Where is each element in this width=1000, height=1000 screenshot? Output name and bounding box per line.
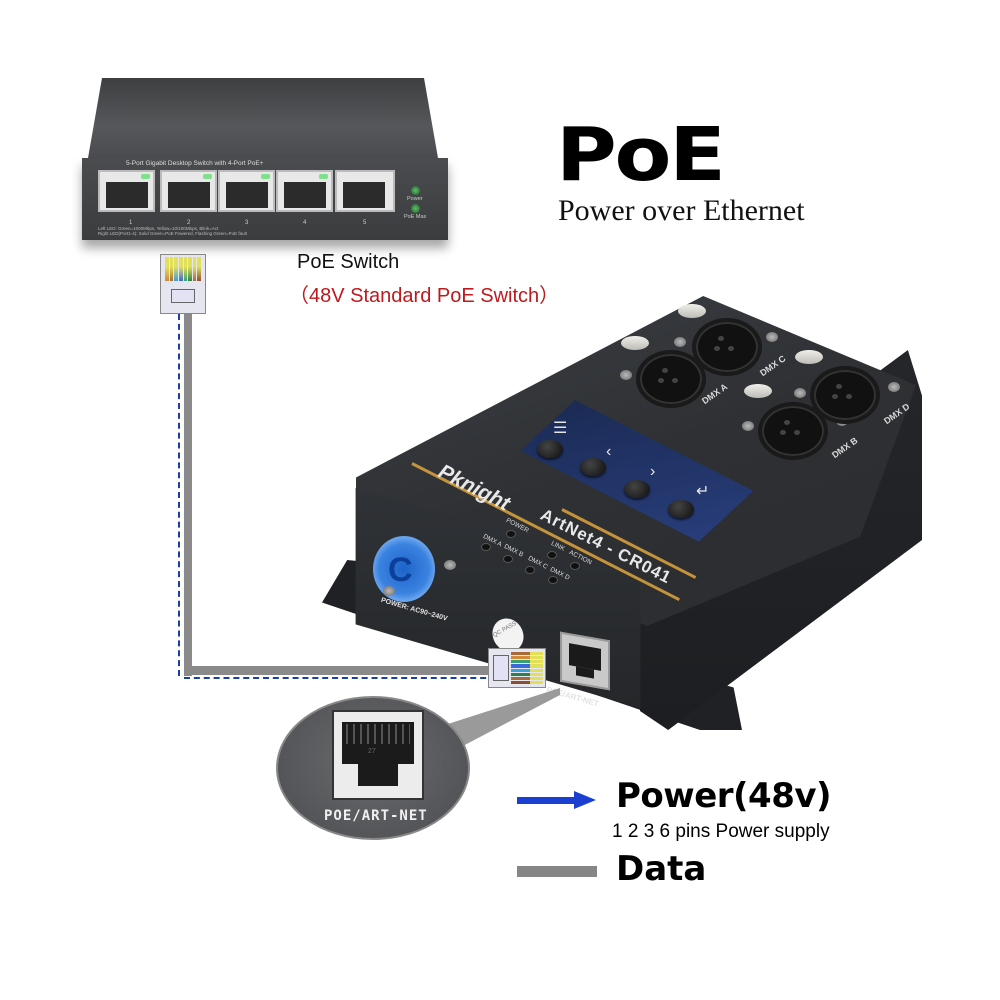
power-flow-arrow-icon [184, 677, 496, 679]
switch-product-label: 5-Port Gigabit Desktop Switch with 4-Por… [126, 160, 264, 167]
power-led-label: Power [407, 196, 423, 202]
dmx-b-led-icon [503, 555, 513, 563]
poe-artnet-port[interactable] [560, 631, 610, 691]
rj45-plug-icon [160, 254, 206, 314]
port-number: 5 [363, 220, 367, 226]
switch-port-2[interactable] [160, 170, 217, 212]
zoomed-rj45-port-icon: 27 [332, 710, 424, 800]
xlr-latch-icon [621, 336, 649, 350]
switch-top-panel [88, 78, 438, 158]
poe-title: PoE [556, 112, 726, 198]
screw-icon [444, 560, 456, 570]
screw-icon [620, 370, 632, 380]
power-arrow-icon [517, 797, 577, 804]
menu-icon: ☰ [553, 420, 568, 437]
zoom-callout-label: POE/ART-NET [324, 808, 428, 824]
dmx-c-output[interactable] [692, 318, 762, 376]
switch-caption: PoE Switch [297, 251, 400, 273]
power-indicator-led-icon [506, 530, 516, 538]
port-number: 4 [303, 220, 307, 226]
right-icon: › [650, 463, 656, 480]
left-button[interactable] [580, 458, 606, 476]
data-cable-horizontal [184, 666, 496, 675]
switch-led-legend: Left LED: Green=1000Mbps, Yellow=10/100M… [98, 226, 247, 236]
xlr-latch-icon [744, 384, 772, 398]
right-button[interactable] [624, 480, 650, 498]
switch-port-3[interactable] [218, 170, 275, 212]
enter-icon: ↵ [696, 483, 710, 500]
dmx-a-led-icon [481, 543, 491, 551]
port-number: 3 [245, 220, 249, 226]
powercon-icon: C [388, 551, 413, 589]
link-led-icon [547, 551, 557, 559]
legend-line: Right LED(Port1-4): Solid Green=PoE Powe… [98, 231, 247, 236]
port-number: 1 [129, 220, 133, 226]
dmx-d-output[interactable] [810, 366, 880, 424]
power-arrow-head-icon [574, 791, 596, 809]
legend-data-label: Data [616, 849, 707, 889]
legend-power-detail: 1 2 3 6 pins Power supply [612, 821, 830, 842]
poe-subtitle: Power over Ethernet [558, 194, 805, 227]
port-part-number: 27 [368, 748, 376, 755]
xlr-latch-icon [795, 350, 823, 364]
screw-icon [766, 332, 778, 342]
screw-icon [888, 382, 900, 392]
switch-port-5[interactable] [335, 170, 395, 212]
data-cable-vertical [184, 314, 192, 676]
power-led-icon [411, 186, 420, 195]
legend-power-label: Power(48v) [616, 776, 832, 816]
menu-button[interactable] [537, 440, 563, 458]
dmx-d-led-icon [548, 576, 558, 584]
dmx-c-led-icon [525, 566, 535, 574]
switch-port-4[interactable] [276, 170, 333, 212]
legend-line: Left LED: Green=1000Mbps, Yellow=10/100M… [98, 226, 219, 231]
screw-icon [742, 421, 754, 431]
switch-port-1[interactable] [98, 170, 155, 212]
poe-max-led-icon [411, 204, 420, 213]
poe-max-led-label: PoE Max [404, 214, 427, 220]
screw-icon [383, 586, 395, 596]
rj45-plug-icon [488, 648, 546, 688]
switch-caption-detail: （48V Standard PoE Switch） [289, 285, 560, 307]
screw-icon [674, 337, 686, 347]
xlr-latch-icon [678, 304, 706, 318]
data-line-icon [517, 866, 597, 877]
action-led-icon [570, 562, 580, 570]
dmx-a-output[interactable] [636, 350, 706, 408]
enter-button[interactable] [668, 500, 694, 518]
left-icon: ‹ [606, 443, 612, 460]
power-flow-arrow-icon [178, 314, 180, 676]
port-number: 2 [187, 220, 191, 226]
screw-icon [794, 388, 806, 398]
